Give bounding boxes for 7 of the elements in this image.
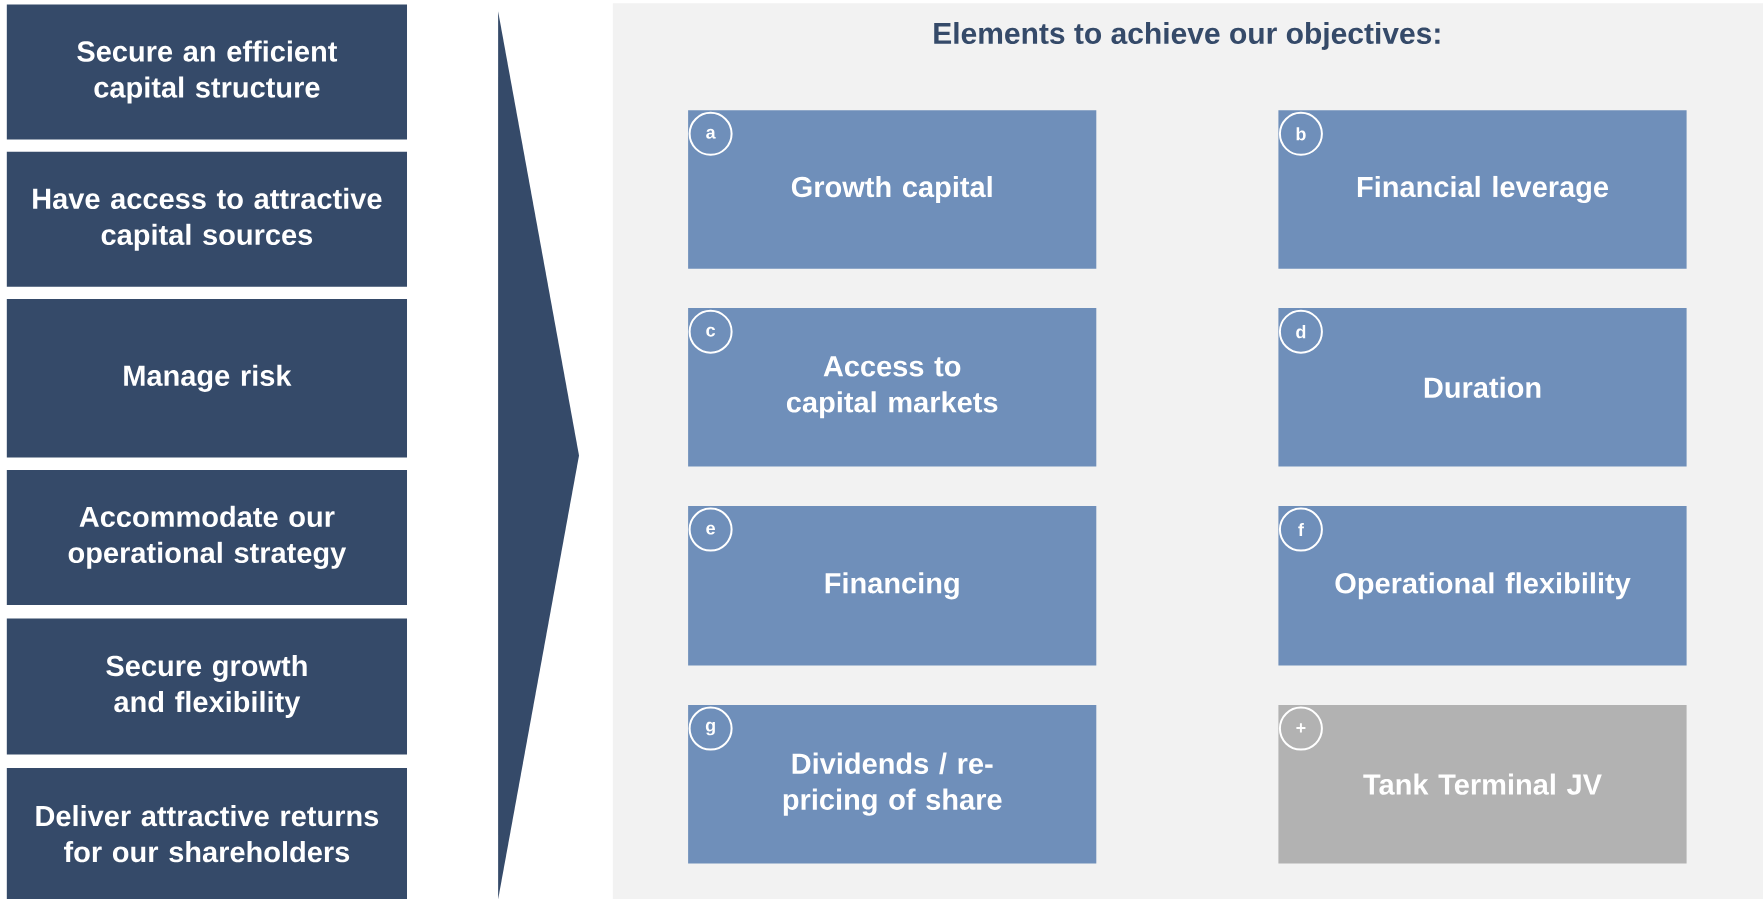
objective-box: Secure an efficient capital structure — [6, 4, 407, 140]
chevron-arrow — [498, 11, 579, 899]
objective-box: Deliver attractive returns for our shareholders — [6, 767, 407, 899]
objective-box: Have access to attractive capital sources — [6, 151, 407, 287]
objective-box: Secure growth and flexibility — [6, 618, 407, 755]
objective-box: Accommodate our operational strategy — [6, 469, 407, 605]
objective-box: Manage risk — [6, 299, 407, 458]
